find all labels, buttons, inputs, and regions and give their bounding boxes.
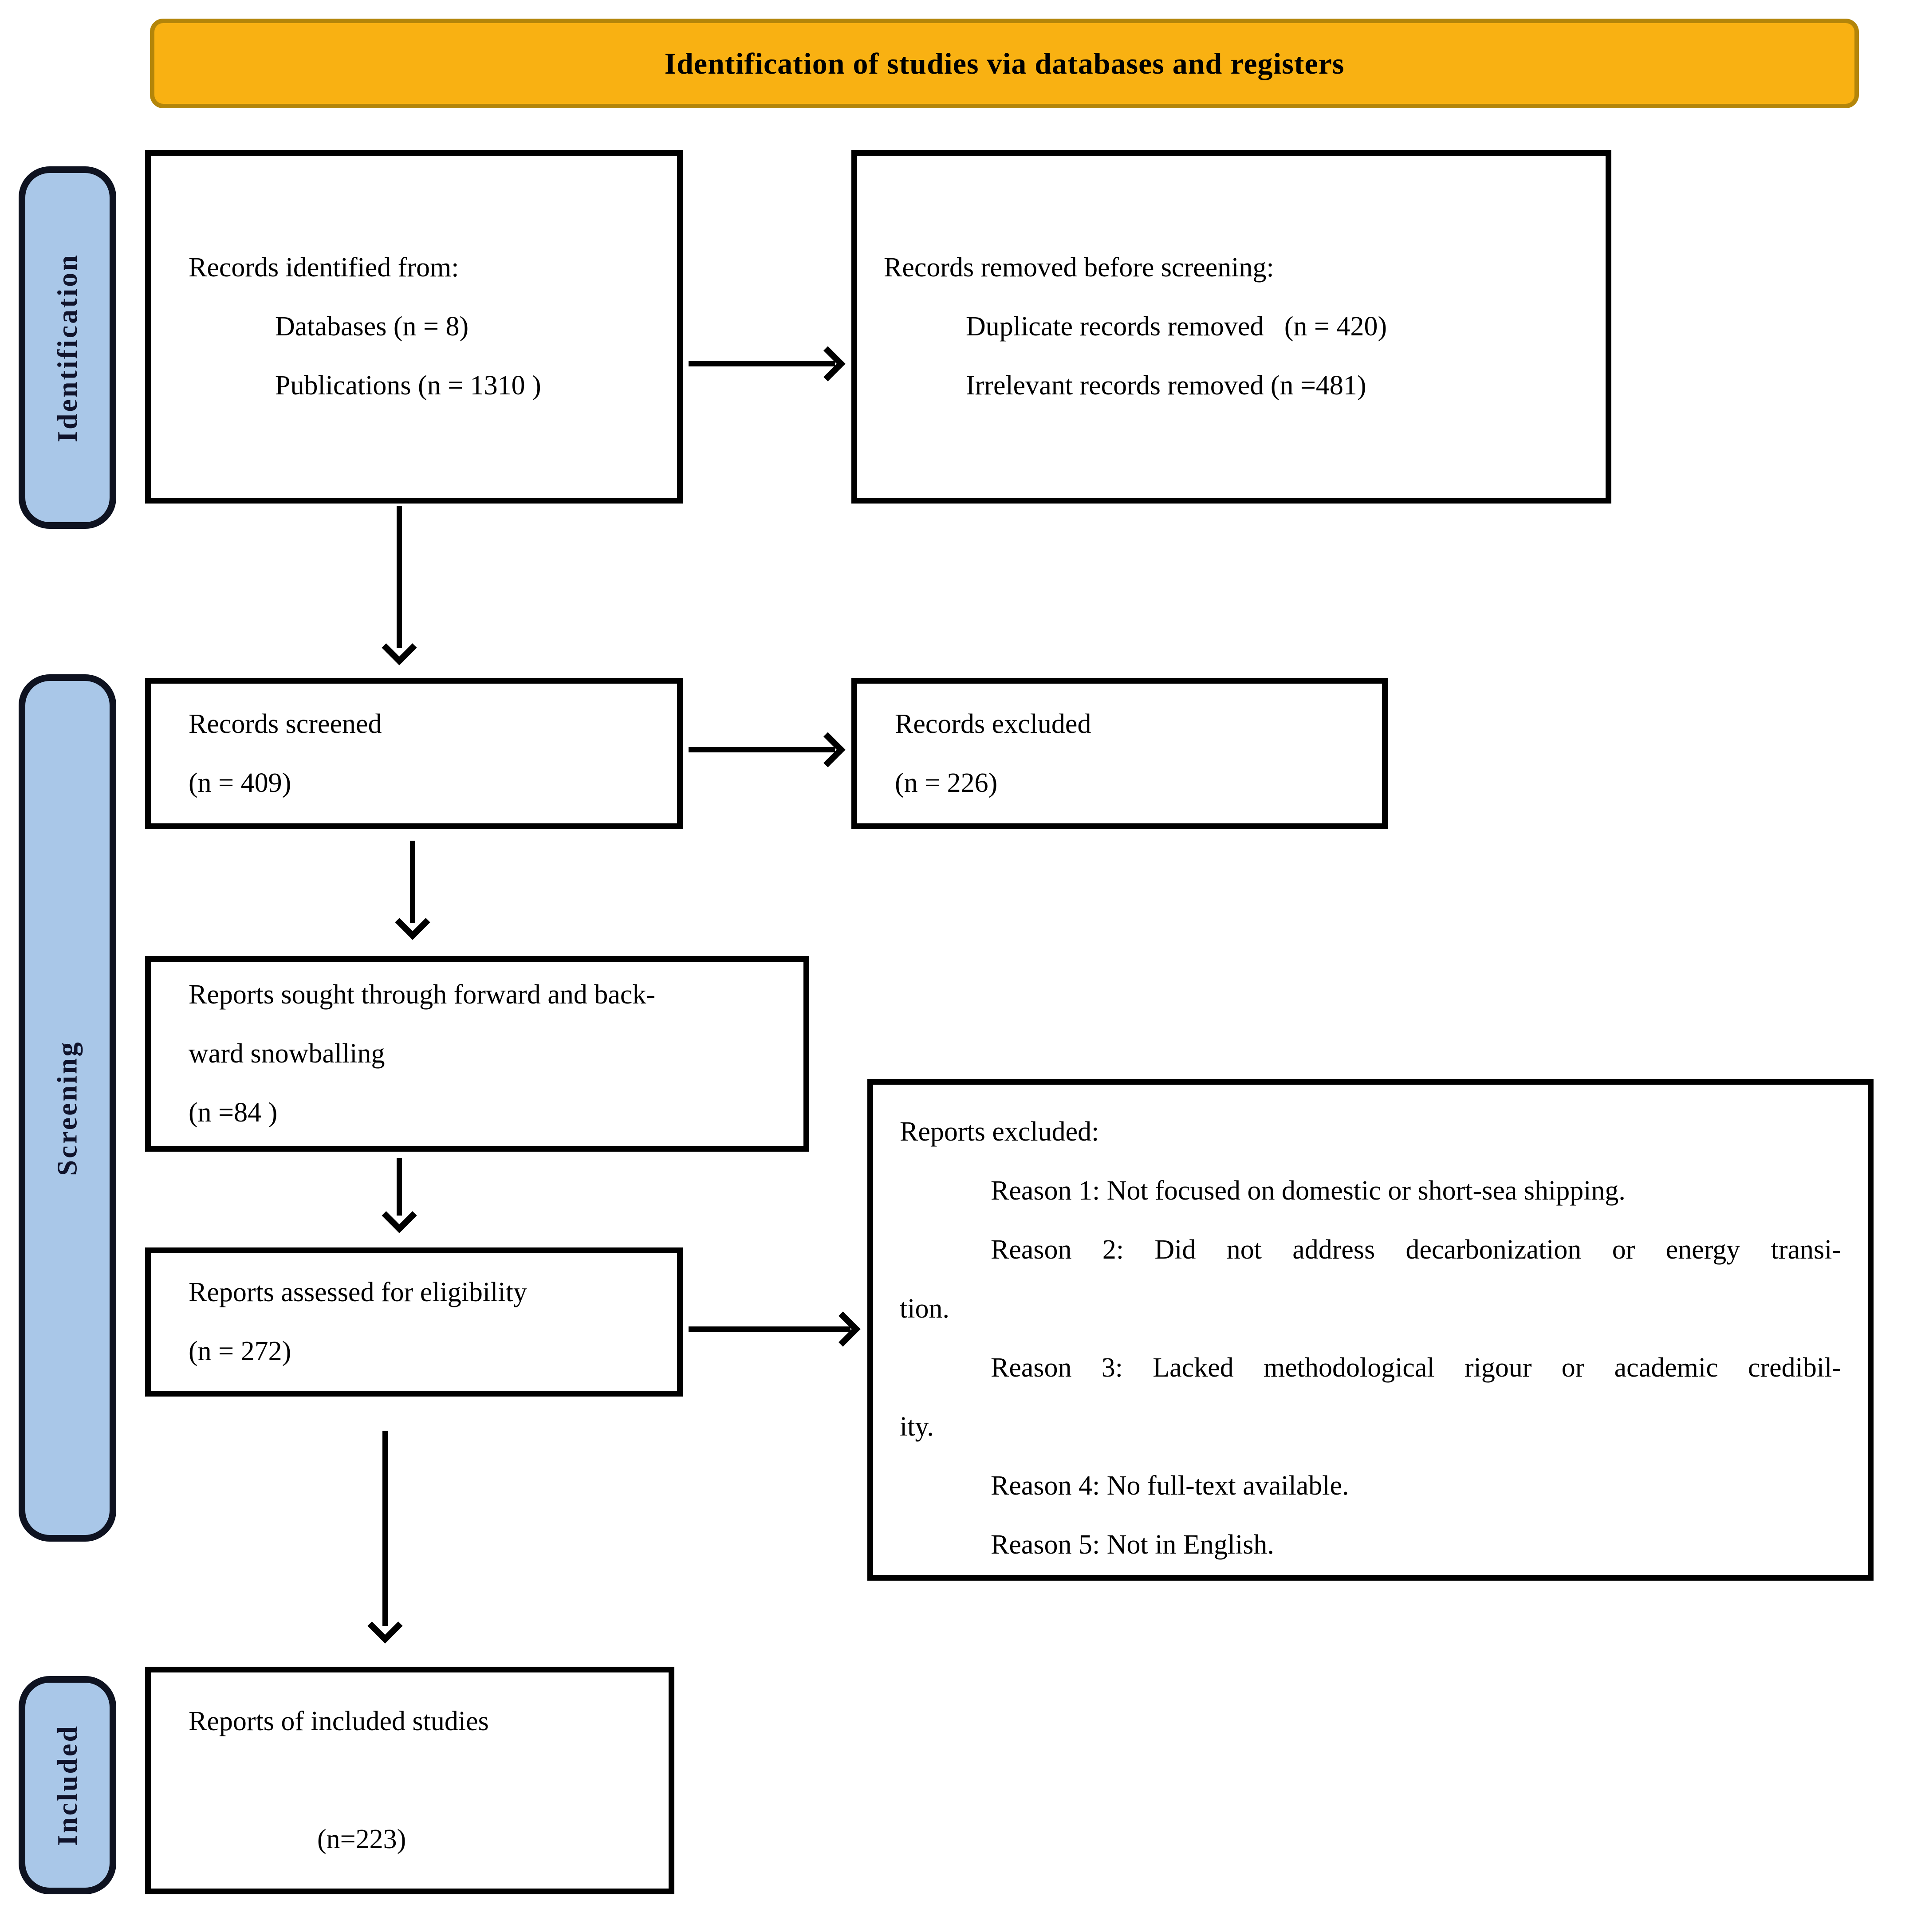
arrow-assessed-to-reports-excluded-head: [825, 1311, 861, 1347]
arrow-screened-to-excluded-head: [810, 732, 846, 767]
arrow-identified-to-screened-line: [397, 506, 402, 648]
stage-included-label: Included: [51, 1724, 83, 1846]
reports-excluded-reason2b: tion.: [900, 1294, 949, 1324]
stage-included: Included: [19, 1676, 116, 1894]
stage-identification: Identification: [19, 166, 116, 529]
box-records-identified: Records identified from: Databases (n = …: [145, 150, 683, 504]
arrow-assessed-to-included-head: [367, 1608, 403, 1644]
reports-excluded-reason4: Reason 4: No full-text available.: [991, 1471, 1349, 1501]
reports-excluded-reason1: Reason 1: Not focused on domestic or sho…: [991, 1176, 1626, 1206]
box-records-removed: Records removed before screening: Duplic…: [851, 150, 1611, 504]
records-removed-title: Records removed before screening:: [884, 252, 1274, 283]
included-reports-title: Reports of included studies: [189, 1706, 489, 1736]
banner: Identification of studies via databases …: [150, 19, 1859, 108]
included-reports-count: (n=223): [317, 1824, 406, 1854]
box-snowballing: Reports sought through forward and back-…: [145, 956, 809, 1152]
reports-excluded-reason3b: ity.: [900, 1412, 934, 1442]
stage-screening: Screening: [19, 674, 116, 1542]
records-excluded-count: (n = 226): [895, 767, 998, 798]
box-records-excluded: Records excluded (n = 226): [851, 678, 1388, 829]
records-identified-publications: Publications (n = 1310 ): [275, 370, 541, 401]
arrow-screened-to-snowballing-line: [410, 841, 415, 923]
snowballing-line1: Reports sought through forward and back-: [189, 980, 656, 1010]
records-identified-databases: Databases (n = 8): [275, 311, 469, 342]
snowballing-line2: ward snowballing: [189, 1039, 385, 1069]
records-removed-irrelevant: Irrelevant records removed (n =481): [966, 370, 1366, 401]
banner-title: Identification of studies via databases …: [664, 46, 1345, 80]
reports-excluded-title: Reports excluded:: [900, 1117, 1099, 1147]
reports-excluded-reason3a: Reason 3: Lacked methodological rigour o…: [991, 1353, 1841, 1383]
records-removed-duplicates: Duplicate records removed (n = 420): [966, 311, 1387, 342]
records-identified-title: Records identified from:: [189, 252, 459, 283]
arrow-identified-to-removed-line: [689, 361, 835, 366]
arrow-snowballing-to-assessed-head: [382, 1198, 417, 1233]
reports-excluded-reason2a: Reason 2: Did not address decarbonizatio…: [991, 1235, 1841, 1265]
arrow-snowballing-to-assessed-line: [397, 1158, 402, 1216]
snowballing-count: (n =84 ): [189, 1098, 278, 1128]
reports-assessed-count: (n = 272): [189, 1336, 291, 1366]
records-screened-count: (n = 409): [189, 767, 291, 798]
arrow-assessed-to-reports-excluded-line: [689, 1326, 850, 1332]
records-screened-title: Records screened: [189, 708, 382, 739]
arrow-assessed-to-included-line: [382, 1431, 388, 1626]
stage-identification-label: Identification: [51, 253, 83, 442]
stage-screening-label: Screening: [51, 1040, 83, 1176]
box-records-screened: Records screened (n = 409): [145, 678, 683, 829]
arrow-screened-to-excluded-line: [689, 747, 835, 752]
arrow-identified-to-removed-head: [810, 346, 846, 382]
box-reports-excluded: Reports excluded: Reason 1: Not focused …: [867, 1079, 1874, 1581]
reports-assessed-title: Reports assessed for eligibility: [189, 1277, 527, 1307]
arrow-identified-to-screened-head: [382, 630, 417, 665]
records-excluded-title: Records excluded: [895, 708, 1091, 739]
box-reports-assessed: Reports assessed for eligibility (n = 27…: [145, 1247, 683, 1397]
box-included-reports: Reports of included studies (n=223): [145, 1667, 674, 1894]
arrow-screened-to-snowballing-head: [395, 905, 430, 940]
reports-excluded-reason5: Reason 5: Not in English.: [991, 1530, 1274, 1560]
